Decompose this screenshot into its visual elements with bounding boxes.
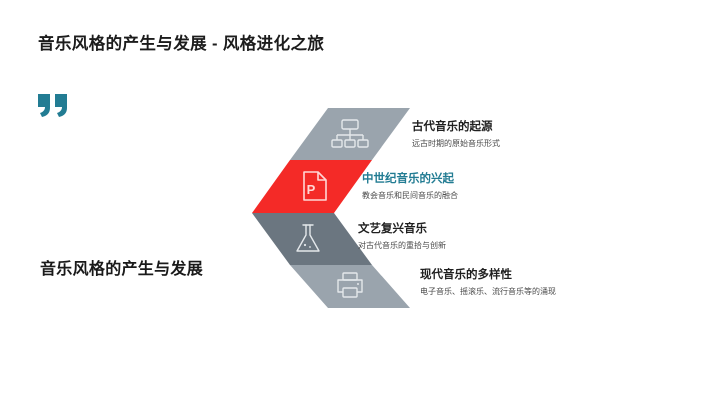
svg-text:P: P (307, 182, 316, 197)
flask-icon (296, 224, 320, 252)
step-subtitle: 对古代音乐的重拾与创新 (358, 240, 446, 250)
step-title: 文艺复兴音乐 (358, 223, 427, 235)
step-subtitle: 远古时期的原始音乐形式 (412, 138, 500, 148)
chevron-diagram: P (250, 108, 410, 308)
presentation-file-icon: P (303, 171, 327, 201)
step-item-4: 现代音乐的多样性 电子音乐、摇滚乐、流行音乐等的涌现 (420, 268, 556, 297)
step-subtitle: 教会音乐和民间音乐的融合 (362, 190, 458, 200)
step-item-1: 古代音乐的起源 远古时期的原始音乐形式 (412, 120, 500, 149)
chevron-band-2 (252, 160, 372, 213)
step-title: 中世纪音乐的兴起 (362, 173, 454, 185)
step-item-2: 中世纪音乐的兴起 教会音乐和民间音乐的融合 (362, 172, 458, 201)
quote-mark-icon (36, 92, 70, 118)
step-subtitle: 电子音乐、摇滚乐、流行音乐等的涌现 (420, 286, 556, 296)
printer-icon (337, 272, 363, 298)
chevron-band-4 (290, 265, 410, 308)
step-title: 现代音乐的多样性 (420, 269, 512, 281)
left-section-heading: 音乐风格的产生与发展 (40, 261, 204, 278)
org-chart-icon (331, 119, 369, 148)
step-title: 古代音乐的起源 (412, 121, 493, 133)
page-title: 音乐风格的产生与发展 - 风格进化之旅 (38, 35, 325, 53)
step-item-3: 文艺复兴音乐 对古代音乐的重拾与创新 (358, 222, 446, 251)
